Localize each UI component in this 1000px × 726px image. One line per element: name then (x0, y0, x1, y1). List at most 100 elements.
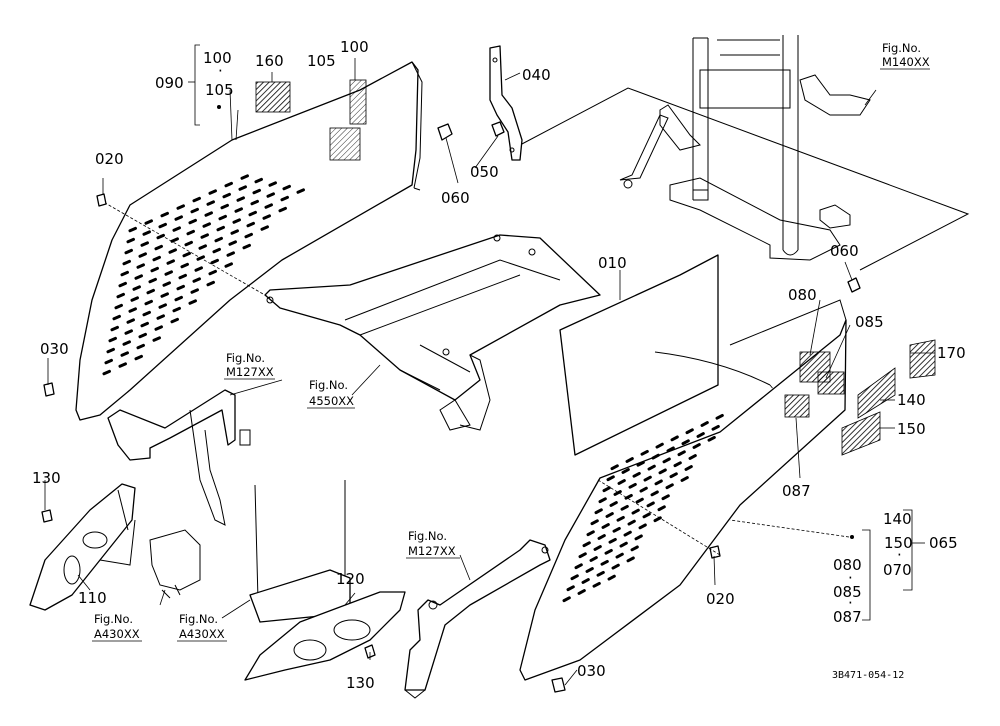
label-p010: 010 (598, 254, 627, 272)
vent-slot (120, 351, 129, 357)
label-p140b: 140 (883, 510, 912, 528)
vent-slot (184, 240, 193, 247)
vent-slot (250, 199, 259, 206)
label-p030a: 030 (40, 340, 69, 358)
vent-slot (669, 472, 678, 479)
vent-slot (180, 262, 189, 269)
vent-slot (234, 207, 243, 213)
vent-slot (126, 237, 135, 244)
vent-slot (643, 475, 652, 482)
right-cover (519, 299, 936, 681)
vent-slot (164, 270, 173, 276)
label-p140a: 140 (897, 391, 926, 409)
vent-slot (192, 277, 201, 283)
vent-slot (647, 464, 656, 471)
vent-slot (244, 232, 253, 239)
label-087 (784, 394, 810, 418)
vent-slot (114, 303, 123, 310)
vent-slot (248, 210, 257, 217)
label-p105a: 105 (205, 81, 234, 99)
vent-slot (192, 196, 201, 203)
vent-slot (594, 508, 603, 515)
label-170 (909, 339, 936, 379)
vent-slot (216, 225, 225, 232)
bolts (41, 193, 721, 693)
vent-slot (631, 508, 640, 515)
vent-slot (162, 281, 171, 287)
vent-slot (144, 219, 153, 225)
vent-slot (617, 479, 626, 485)
vent-slot (606, 475, 615, 482)
bracket-left (107, 389, 251, 599)
label-100 (329, 127, 361, 161)
vent-slot (619, 541, 628, 548)
bracket-040 (437, 45, 861, 293)
label-p100b: 100 (340, 38, 369, 56)
left-cover-slots (102, 174, 305, 376)
vent-slot (630, 545, 639, 552)
vent-slot (208, 269, 217, 276)
vent-slot (168, 248, 177, 254)
label-p150b: 150 (884, 534, 913, 552)
vent-slot (156, 314, 165, 320)
vent-slot (160, 292, 169, 298)
vent-slot (657, 505, 666, 512)
vent-slot (122, 340, 131, 346)
vent-slot (578, 552, 587, 559)
vent-slot (246, 221, 255, 228)
vent-slot (262, 214, 271, 220)
label-150 (841, 411, 881, 456)
vent-slot (142, 230, 151, 236)
vent-slot (608, 537, 617, 544)
vent-slot (174, 295, 183, 302)
mount-plate (264, 234, 601, 431)
vent-slot (592, 581, 601, 588)
vent-slot (136, 263, 145, 269)
label-p130b: 130 (346, 674, 375, 692)
vent-slot (240, 174, 249, 180)
figref-a430a-title: Fig.No. (94, 612, 133, 626)
vent-slot (188, 299, 197, 305)
label-p060a: 060 (441, 189, 470, 207)
vent-slot (232, 218, 241, 224)
vent-slot (562, 596, 571, 603)
vent-slot (268, 181, 277, 187)
vent-slot (601, 523, 610, 529)
vent-slot (198, 244, 207, 250)
vent-slot (586, 530, 595, 537)
vent-slot (172, 226, 181, 232)
separator-dot: · (897, 546, 902, 564)
vent-slot (681, 439, 690, 446)
vent-slot (620, 504, 629, 511)
separator-dot: · (848, 594, 853, 612)
vent-slot (200, 233, 209, 239)
vent-slot (566, 585, 575, 592)
vent-slot (190, 288, 199, 294)
vent-slot (156, 233, 165, 240)
vent-slot (154, 325, 163, 331)
vent-slot (176, 204, 185, 210)
right-cover-slots (562, 413, 724, 603)
vent-slot (635, 497, 644, 504)
figref-a430b-title: Fig.No. (179, 612, 218, 626)
vent-slot (122, 259, 131, 266)
vent-slot (214, 236, 223, 243)
vent-slot (707, 435, 716, 442)
frame-stand (519, 35, 970, 271)
label-160 (255, 81, 291, 113)
vent-slot (654, 479, 663, 486)
vent-slot (222, 192, 231, 199)
vent-slot (715, 413, 724, 420)
figref-4550-number: 4550XX (309, 394, 354, 408)
vent-slot (610, 464, 619, 471)
label-p110: 110 (78, 589, 107, 607)
vent-slot (278, 206, 287, 213)
vent-slot (254, 177, 263, 184)
vent-slot (140, 321, 149, 328)
drawing-number: 3B471-054-12 (832, 670, 904, 681)
label-p120: 120 (336, 570, 365, 588)
vent-slot (651, 453, 660, 460)
vent-slot (112, 314, 121, 321)
